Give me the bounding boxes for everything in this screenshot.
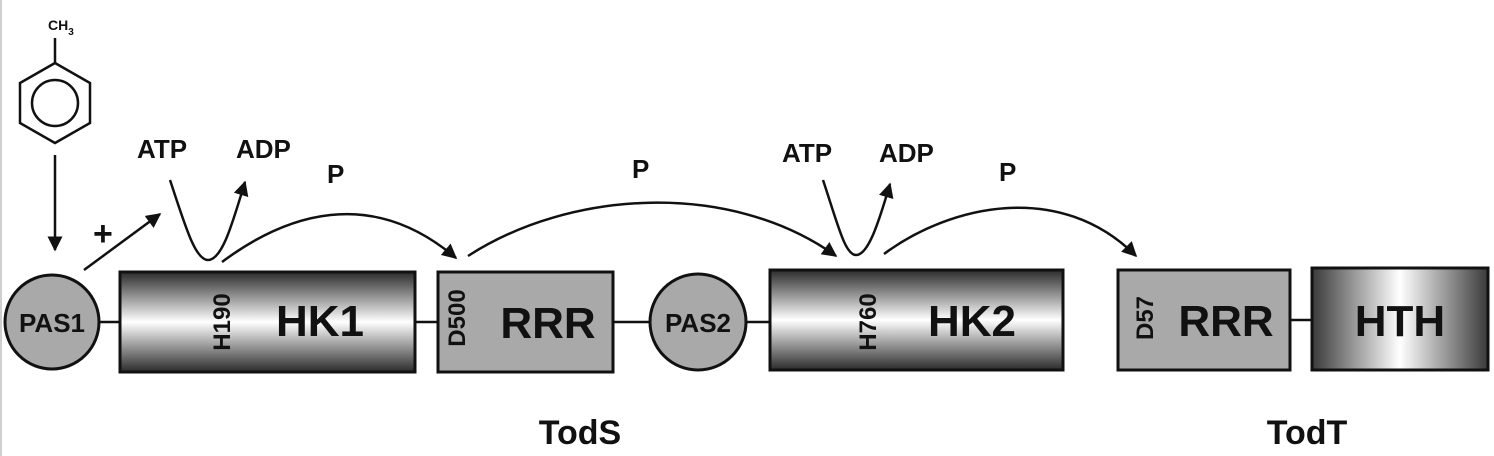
d500-site-label: D500 xyxy=(444,289,471,346)
d57-site-label: D57 xyxy=(1132,296,1159,340)
pas2-label: PAS2 xyxy=(665,308,731,338)
toluene-molecule: CH3 xyxy=(18,17,92,145)
rrr-label-todt: RRR xyxy=(1178,297,1273,346)
benzene-ring xyxy=(18,61,92,145)
rrr-domain-todt xyxy=(1116,268,1292,372)
hk1-domain xyxy=(118,270,417,374)
stimulation-arrow xyxy=(83,212,162,272)
atp-label-2: ATP xyxy=(782,138,832,168)
rrr-domain-tods xyxy=(436,270,615,374)
phosphate-label-3: P xyxy=(999,157,1016,187)
methyl-label: CH3 xyxy=(48,17,74,38)
h190-site-label: H190 xyxy=(209,293,236,350)
atp-hydrolysis-arrow-1 xyxy=(168,179,249,262)
hth-domain xyxy=(1310,266,1490,372)
phosphate-label-1: P xyxy=(327,159,344,189)
rrr-label-tods: RRR xyxy=(500,299,595,348)
left-border xyxy=(0,0,2,456)
adp-label-2: ADP xyxy=(879,138,934,168)
atp-hydrolysis-arrow-2 xyxy=(821,179,894,257)
h760-site-label: H760 xyxy=(855,293,882,350)
pas2-domain xyxy=(648,272,748,372)
todt-protein-label: TodT xyxy=(1267,414,1348,452)
phosphotransfer-arrow-3 xyxy=(883,206,1138,258)
atp-label-1: ATP xyxy=(137,134,187,164)
adp-label-1: ADP xyxy=(236,134,291,164)
phosphotransfer-arrow-1 xyxy=(221,212,458,264)
aromatic-circle xyxy=(30,78,80,128)
phosphate-label-2: P xyxy=(632,154,649,184)
pas1-label: PAS1 xyxy=(19,308,85,338)
pas1-domain xyxy=(3,273,101,371)
hk2-label: HK2 xyxy=(928,297,1016,346)
stimulation-sign: + xyxy=(93,215,113,253)
phosphotransfer-arrow-2 xyxy=(467,201,838,258)
hth-label: HTH xyxy=(1355,297,1445,346)
hk2-domain xyxy=(768,268,1065,372)
tods-protein-label: TodS xyxy=(539,414,621,452)
hk1-label: HK1 xyxy=(276,297,364,346)
